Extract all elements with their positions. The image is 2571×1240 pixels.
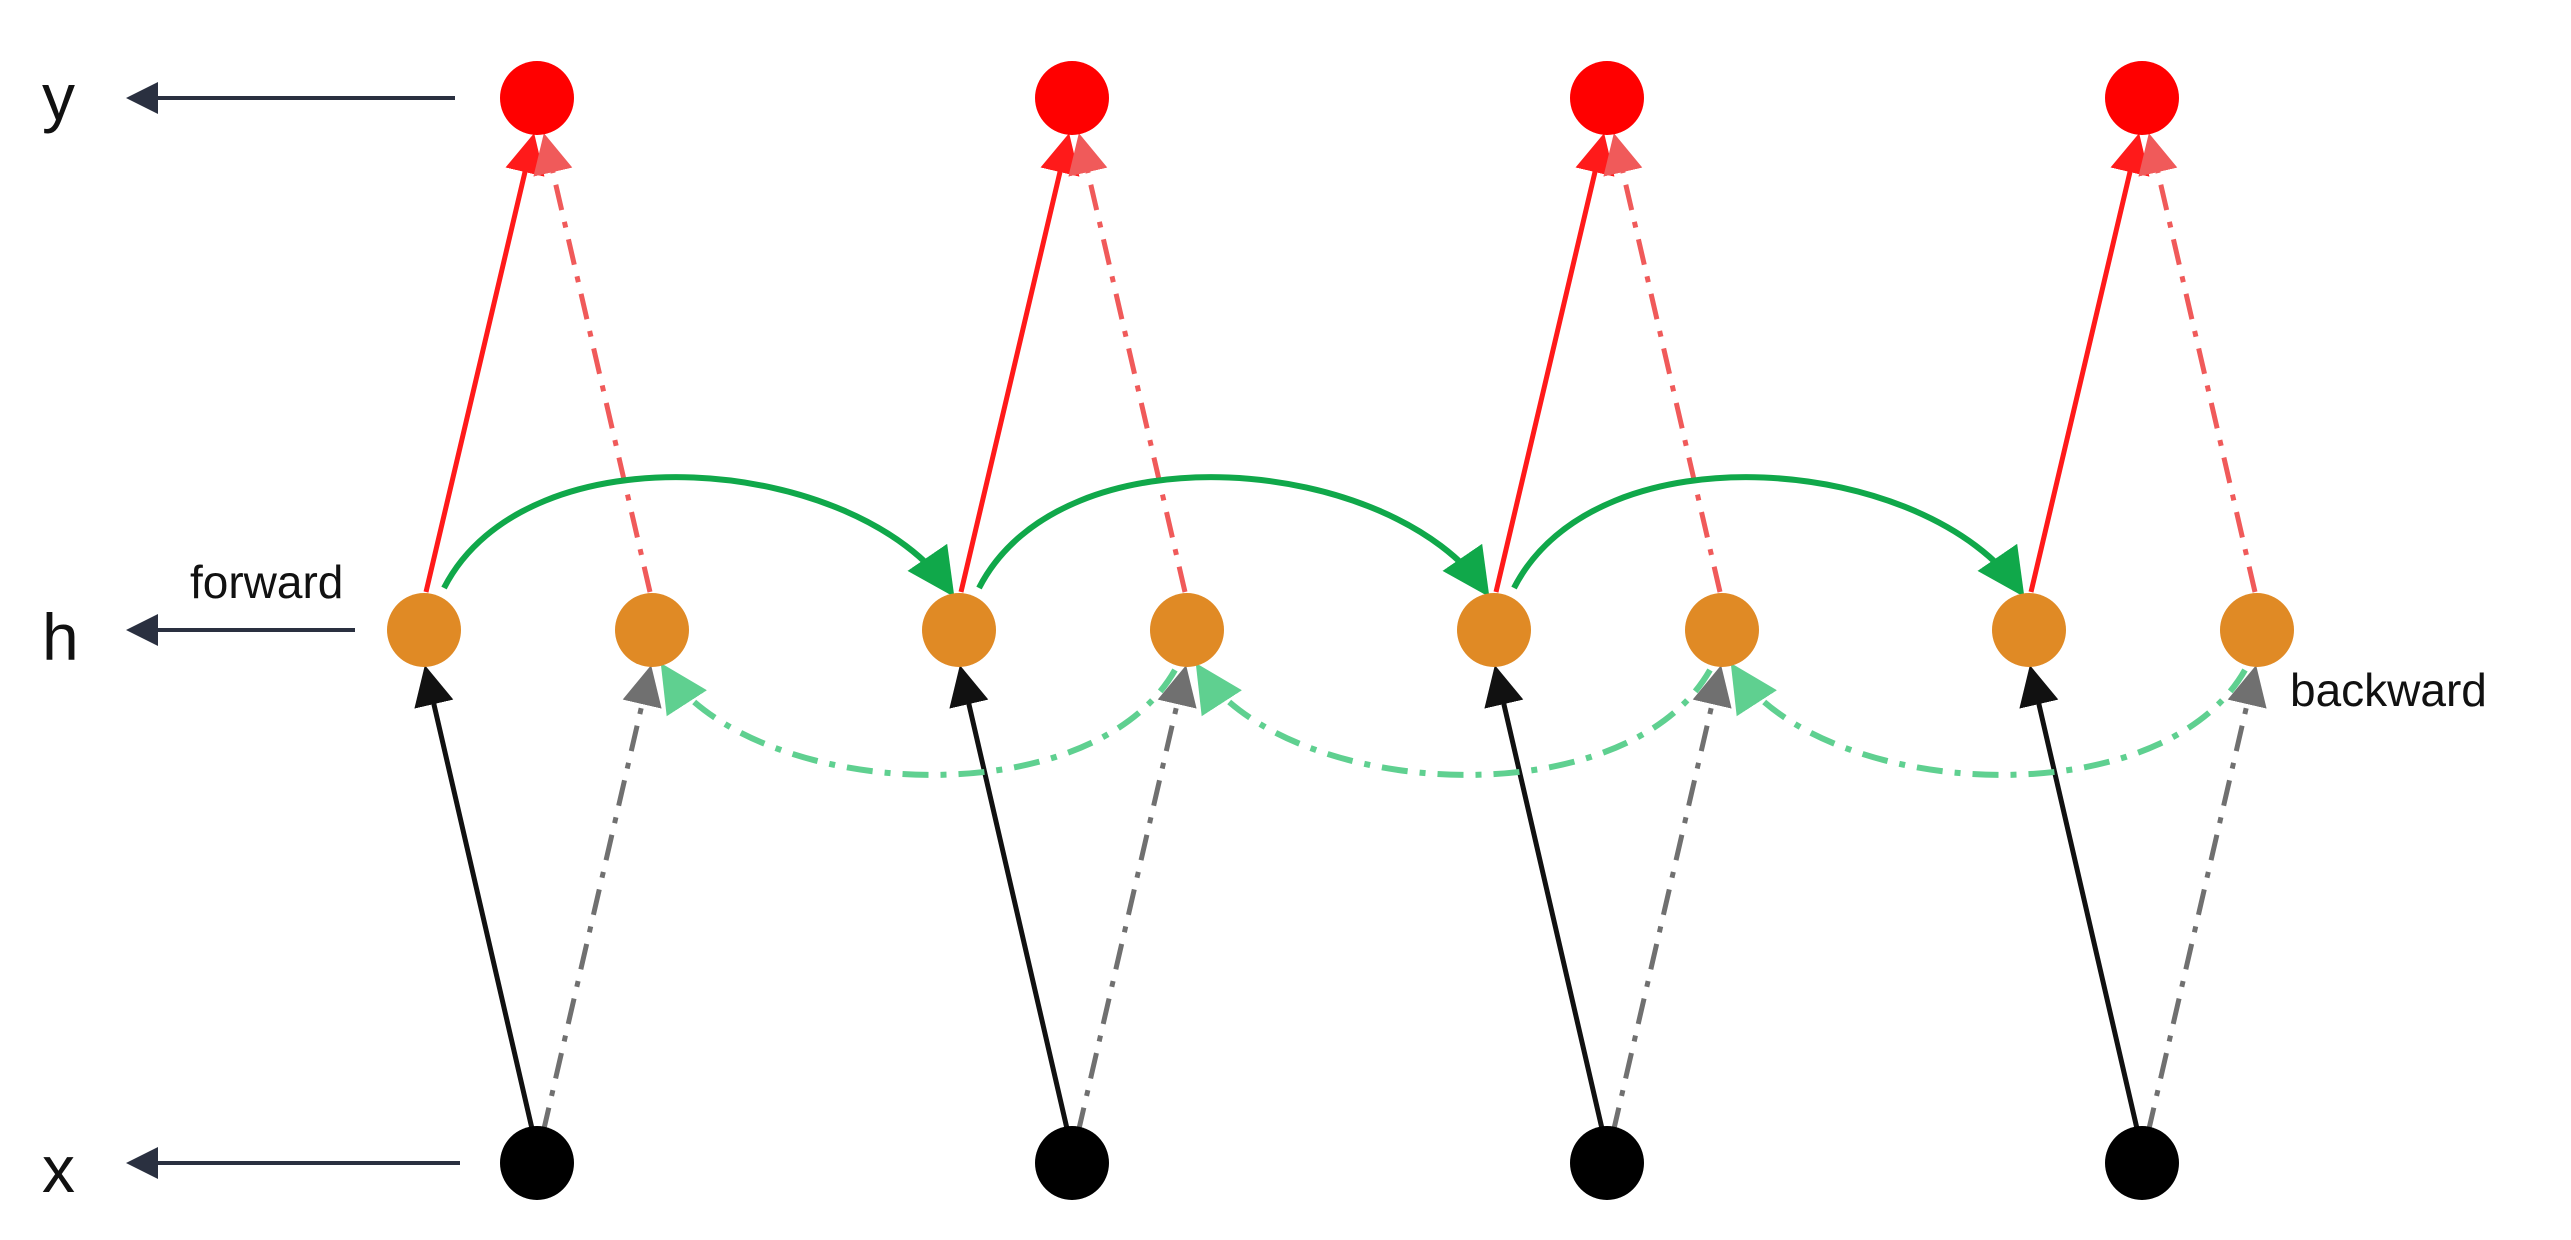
forward-label: forward — [190, 556, 343, 608]
output-node-2 — [1035, 61, 1109, 135]
edge-layer — [414, 133, 2267, 1134]
forward-hidden-node-4 — [1992, 593, 2066, 667]
edge-input-to-forward-3 — [1484, 665, 1606, 1134]
edge-forward-recurrent-1-to-2 — [441, 474, 955, 597]
output-node-3 — [1570, 61, 1644, 135]
edge-forward-recurrent-2-to-3 — [976, 474, 1490, 597]
output-node-1 — [500, 61, 574, 135]
edge-backward-recurrent-3-to-2 — [1195, 662, 1713, 778]
row-arrows — [126, 82, 460, 1179]
edge-input-to-backward-2 — [1075, 665, 1197, 1134]
row-label-x: x — [42, 1132, 75, 1206]
backward-label: backward — [2290, 664, 2487, 716]
forward-hidden-node-2 — [922, 593, 996, 667]
row-label-h: h — [42, 600, 79, 674]
edge-backward-to-output-2 — [1068, 133, 1188, 593]
backward-hidden-node-4 — [2220, 593, 2294, 667]
edge-input-to-forward-1 — [414, 665, 536, 1134]
edge-forward-recurrent-3-to-4 — [1511, 474, 2025, 597]
edge-input-to-backward-4 — [2145, 665, 2267, 1134]
edge-input-to-backward-3 — [1610, 665, 1732, 1134]
input-node-3 — [1570, 1126, 1644, 1200]
edge-forward-to-output-2 — [958, 133, 1080, 593]
row-label-y: y — [42, 60, 75, 134]
node-layer — [387, 61, 2294, 1200]
forward-hidden-node-1 — [387, 593, 461, 667]
input-node-2 — [1035, 1126, 1109, 1200]
edge-forward-to-output-4 — [2028, 133, 2150, 593]
input-node-4 — [2105, 1126, 2179, 1200]
edge-backward-to-output-3 — [1603, 133, 1723, 593]
forward-hidden-node-3 — [1457, 593, 1531, 667]
backward-hidden-node-1 — [615, 593, 689, 667]
output-node-4 — [2105, 61, 2179, 135]
edge-forward-to-output-1 — [423, 133, 545, 593]
edge-backward-recurrent-4-to-3 — [1730, 662, 2248, 778]
edge-input-to-forward-4 — [2019, 665, 2141, 1134]
edge-input-to-backward-1 — [540, 665, 662, 1134]
edge-backward-recurrent-2-to-1 — [660, 662, 1178, 778]
backward-hidden-node-2 — [1150, 593, 1224, 667]
input-node-1 — [500, 1126, 574, 1200]
edge-forward-to-output-3 — [1493, 133, 1615, 593]
backward-hidden-node-3 — [1685, 593, 1759, 667]
edge-backward-to-output-4 — [2138, 133, 2258, 593]
edge-input-to-forward-2 — [949, 665, 1071, 1134]
edge-backward-to-output-1 — [533, 133, 653, 593]
